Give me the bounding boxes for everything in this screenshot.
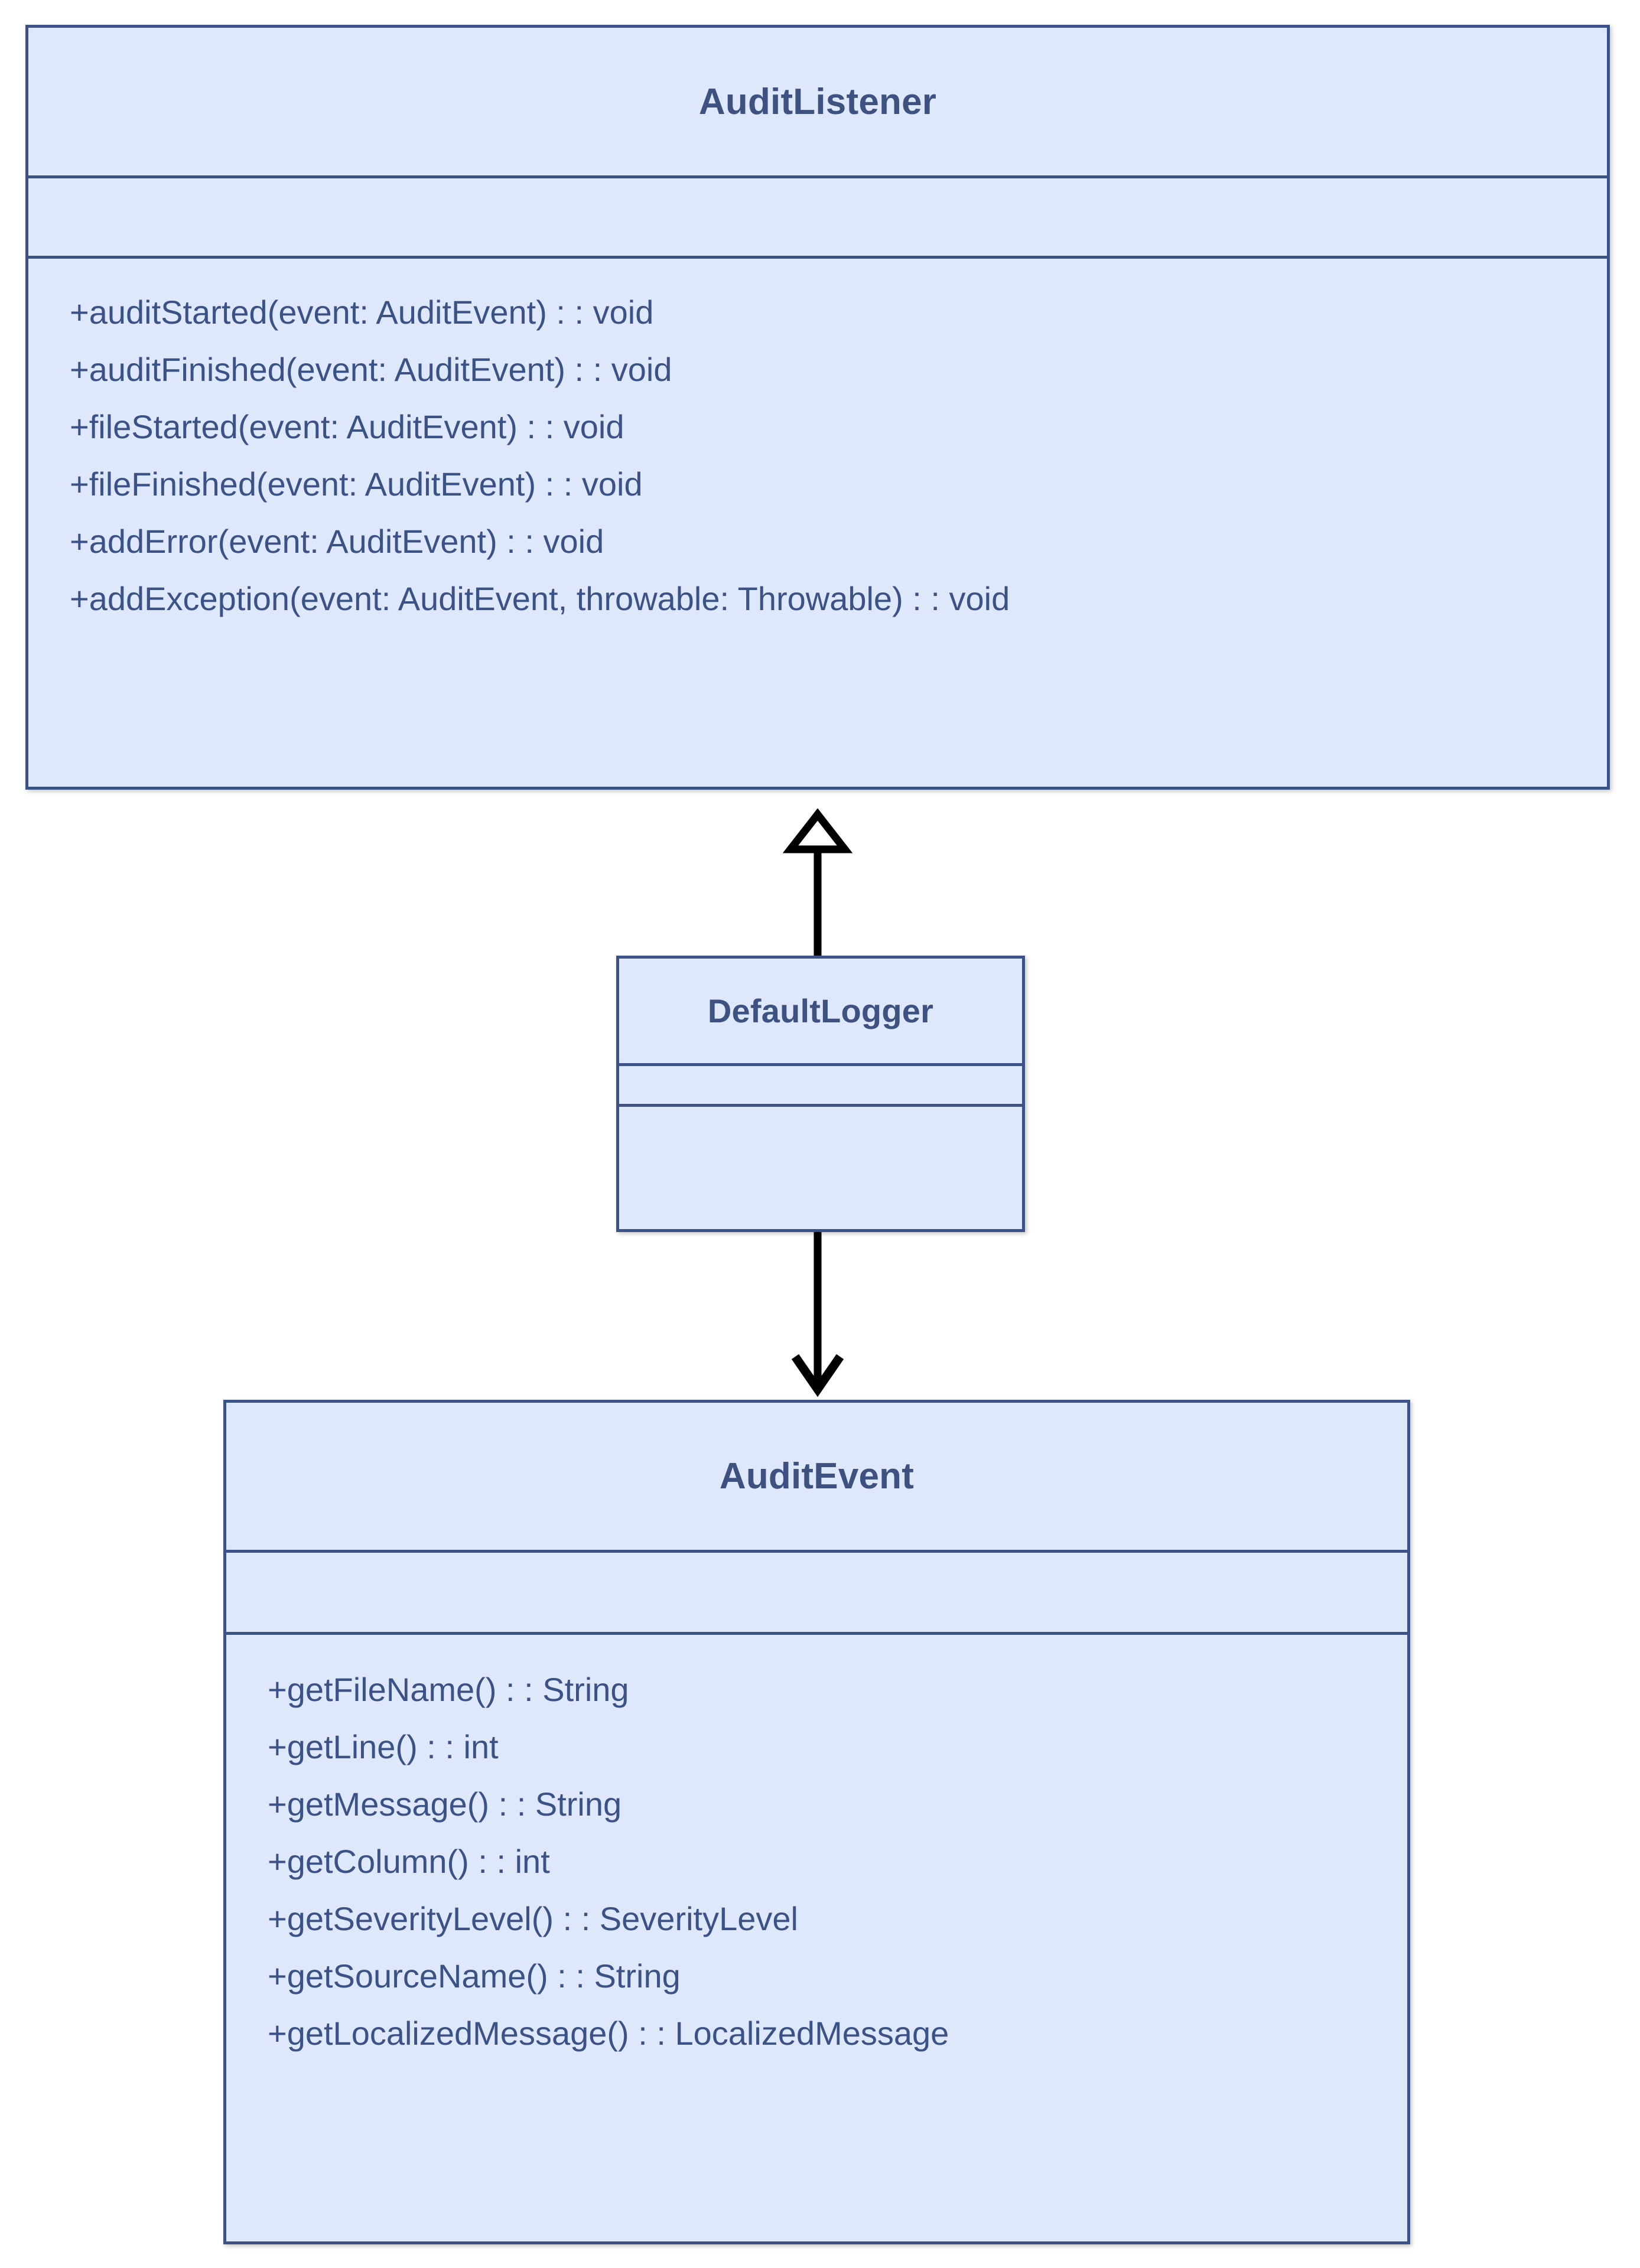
class-header-auditlistener: AuditListener: [28, 28, 1607, 178]
class-name-defaultlogger: DefaultLogger: [707, 992, 934, 1029]
dependency-arrow-defaultlogger-to-auditevent: [791, 1232, 844, 1397]
uml-class-defaultlogger[interactable]: DefaultLogger: [616, 956, 1025, 1232]
class-method: +addException(event: AuditEvent, throwab…: [70, 580, 1010, 617]
class-method: +getColumn() : : int: [268, 1843, 550, 1880]
class-methods-auditlistener: +auditStarted(event: AuditEvent) : : voi…: [28, 259, 1607, 787]
class-method: +getFileName() : : String: [268, 1671, 629, 1708]
class-header-defaultlogger: DefaultLogger: [619, 959, 1022, 1066]
class-header-auditevent: AuditEvent: [226, 1403, 1407, 1553]
uml-class-auditevent[interactable]: AuditEvent +getFileName() : : String +ge…: [223, 1400, 1410, 2244]
open-arrowhead-icon: [791, 1354, 844, 1397]
class-attributes-defaultlogger: [619, 1066, 1022, 1107]
class-attributes-auditevent: [226, 1553, 1407, 1635]
class-method: +fileStarted(event: AuditEvent) : : void: [70, 408, 624, 445]
class-method: +getSeverityLevel() : : SeverityLevel: [268, 1900, 798, 1937]
class-name-auditevent: AuditEvent: [719, 1456, 915, 1497]
class-name-auditlistener: AuditListener: [698, 81, 937, 122]
class-method: +fileFinished(event: AuditEvent) : : voi…: [70, 465, 643, 503]
class-method: +getLine() : : int: [268, 1728, 499, 1765]
generalization-arrow-defaultlogger-to-auditlistener: [782, 808, 853, 956]
class-methods-auditevent: +getFileName() : : String +getLine() : :…: [226, 1635, 1407, 2241]
uml-class-auditlistener[interactable]: AuditListener +auditStarted(event: Audit…: [25, 25, 1610, 790]
class-methods-defaultlogger: [619, 1107, 1022, 1229]
class-method: +auditStarted(event: AuditEvent) : : voi…: [70, 294, 654, 331]
class-method: +getLocalizedMessage() : : LocalizedMess…: [268, 2015, 949, 2052]
class-method: +getMessage() : : String: [268, 1785, 622, 1823]
class-method: +addError(event: AuditEvent) : : void: [70, 523, 604, 560]
class-method: +auditFinished(event: AuditEvent) : : vo…: [70, 351, 672, 388]
class-attributes-auditlistener: [28, 178, 1607, 259]
class-method: +getSourceName() : : String: [268, 1957, 681, 1995]
hollow-triangle-arrowhead-icon: [782, 808, 853, 853]
